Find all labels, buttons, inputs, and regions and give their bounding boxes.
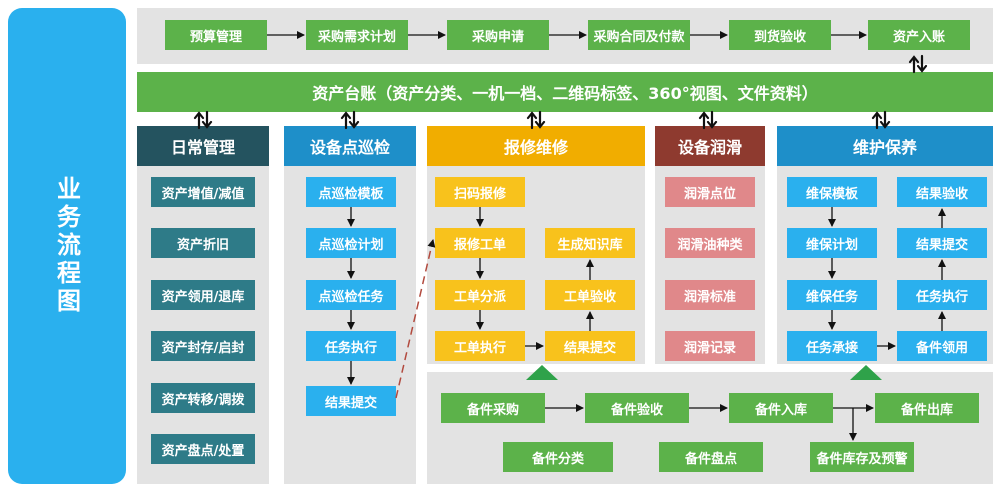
daily-item: 资产封存/启封 [151,331,255,361]
inspection-item: 结果提交 [306,386,396,416]
repair-item: 工单分派 [435,280,525,310]
maintenance-item: 备件领用 [897,331,987,361]
procurement-panel [137,8,993,64]
swap-arrows-icon [193,110,213,130]
maintenance-item: 任务执行 [897,280,987,310]
swap-arrows-icon [871,110,891,130]
top-flow-step: 资产入账 [868,20,970,50]
daily-item: 资产折旧 [151,228,255,258]
maintenance-item: 结果提交 [897,228,987,258]
swap-arrows-icon [526,110,546,130]
top-flow-step: 到货验收 [729,20,831,50]
spare-item: 备件分类 [503,442,613,472]
top-flow-step: 采购需求计划 [306,20,408,50]
repair-item: 工单执行 [435,331,525,361]
swap-arrows-icon [340,110,360,130]
spare-item: 备件验收 [585,393,689,423]
lubrication-header: 设备润滑 [655,126,765,166]
daily-item: 资产领用/退库 [151,280,255,310]
inspection-to-repair-link [395,239,436,399]
inspection-item: 点巡检计划 [306,228,396,258]
maintenance-item: 任务承接 [787,331,877,361]
spare-item: 备件盘点 [659,442,763,472]
spare-item: 备件采购 [441,393,545,423]
daily-item: 资产增值/减值 [151,177,255,207]
inspection-item: 任务执行 [306,331,396,361]
repair-item: 生成知识库 [545,228,635,258]
spare-up-triangle [850,365,882,380]
lubrication-item: 润滑标准 [665,280,755,310]
maintenance-header: 维护保养 [777,126,993,166]
repair-item: 工单验收 [545,280,635,310]
inspection-item: 点巡检模板 [306,177,396,207]
top-flow-step: 采购申请 [447,20,549,50]
maintenance-item: 维保计划 [787,228,877,258]
maintenance-item: 维保模板 [787,177,877,207]
repair-item: 结果提交 [545,331,635,361]
inspection-header: 设备点巡检 [284,126,416,166]
repair-item: 报修工单 [435,228,525,258]
inspection-item: 点巡检任务 [306,280,396,310]
lubrication-item: 润滑点位 [665,177,755,207]
maintenance-item: 维保任务 [787,280,877,310]
spare-item: 备件库存及预警 [810,442,914,472]
top-flow-step: 采购合同及付款 [588,20,690,50]
lubrication-item: 润滑油种类 [665,228,755,258]
repair-item: 扫码报修 [435,177,525,207]
swap-arrows-icon [698,110,718,130]
spare-up-triangle [526,365,558,380]
spare-item: 备件入库 [729,393,833,423]
daily-item: 资产盘点/处置 [151,434,255,464]
side-title: 业务流程图 [52,176,81,316]
repair-header: 报修维修 [427,126,645,166]
daily-header: 日常管理 [137,126,269,166]
maintenance-item: 结果验收 [897,177,987,207]
side-title-box: 业务流程图 [8,8,126,484]
lubrication-item: 润滑记录 [665,331,755,361]
swap-arrows-icon [908,54,928,74]
asset-ledger-bar: 资产台账（资产分类、一机一档、二维码标签、360°视图、文件资料） [137,72,993,112]
top-flow-step: 预算管理 [165,20,267,50]
daily-item: 资产转移/调拨 [151,383,255,413]
spare-item: 备件出库 [875,393,979,423]
